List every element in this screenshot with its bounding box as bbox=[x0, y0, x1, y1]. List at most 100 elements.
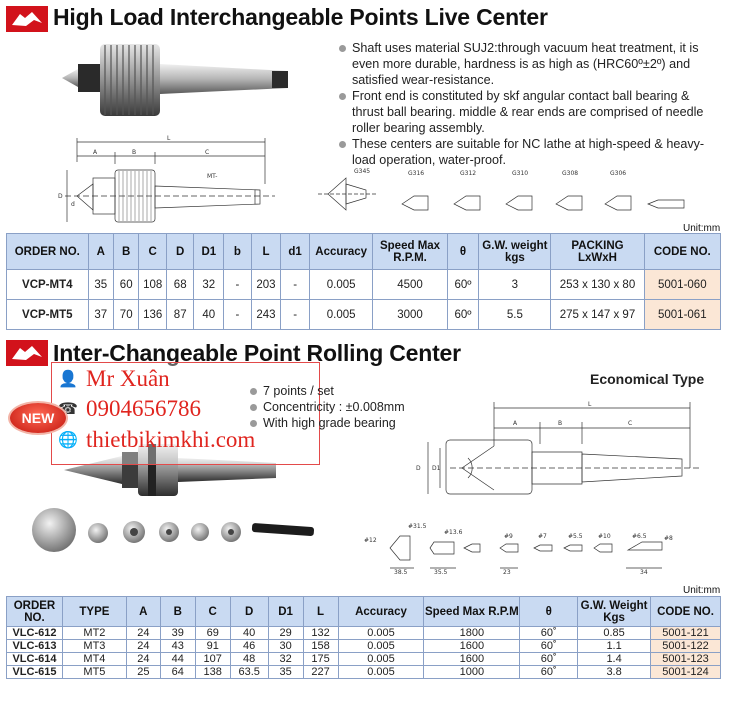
feature-item: These centers are suitable for NC lathe … bbox=[339, 136, 719, 168]
cell: 1600 bbox=[423, 652, 521, 666]
logo-mark-icon bbox=[12, 12, 42, 26]
col-header: CODE NO. bbox=[643, 233, 722, 270]
cell: 227 bbox=[302, 665, 339, 679]
cell: 63.5 bbox=[229, 665, 269, 679]
feature-item: 7 points / set bbox=[250, 383, 430, 399]
cell: 70 bbox=[112, 299, 140, 330]
point-label: G312 bbox=[460, 170, 476, 177]
cell: 39 bbox=[159, 626, 196, 640]
col-header: PACKING LxWxH bbox=[550, 233, 645, 270]
feature-item: With high grade bearing bbox=[250, 415, 430, 431]
cell-code-no: 5001-121 bbox=[650, 626, 721, 640]
col-header: ORDER NO. bbox=[6, 233, 89, 270]
cell: MT2 bbox=[61, 626, 127, 640]
point-dim: #7 bbox=[538, 533, 547, 540]
cell: - bbox=[280, 299, 310, 330]
cell-order-no: VCP-MT4 bbox=[6, 269, 89, 300]
brand-logo bbox=[6, 340, 48, 366]
table-row: VLC-613 MT3 24 43 91 46 30 158 0.005 160… bbox=[6, 639, 721, 653]
cell: 136 bbox=[138, 299, 167, 330]
contact-website[interactable]: thietbikimkhi.com bbox=[86, 427, 256, 452]
cell: 40 bbox=[229, 626, 269, 640]
col-header: ORDER NO. bbox=[6, 596, 63, 627]
dim-label-l: L bbox=[167, 135, 171, 142]
dim-label-c: C bbox=[205, 149, 209, 156]
table-row: VLC-614 MT4 24 44 107 48 32 175 0.005 16… bbox=[6, 652, 721, 666]
cell: 35 bbox=[87, 269, 114, 300]
dim-label-b: B bbox=[132, 149, 136, 156]
cell-code-no: 5001-124 bbox=[650, 665, 721, 679]
table-row: VLC-612 MT2 24 39 69 40 29 132 0.005 180… bbox=[6, 626, 721, 640]
cell: 0.005 bbox=[308, 269, 374, 300]
cell: 48 bbox=[229, 652, 269, 666]
col-header: A bbox=[125, 596, 161, 627]
brand-logo bbox=[6, 6, 48, 32]
col-header: C bbox=[138, 233, 167, 270]
cell: 32 bbox=[193, 269, 225, 300]
point-dim: 38.5 bbox=[394, 569, 408, 576]
cell-order-no: VCP-MT5 bbox=[6, 299, 89, 330]
dim-label-d1: D1 bbox=[432, 465, 441, 472]
cell: 132 bbox=[302, 626, 339, 640]
point-label: G306 bbox=[610, 170, 626, 177]
cell: 1600 bbox=[423, 639, 521, 653]
cell: 60˚ bbox=[519, 639, 579, 653]
point-dim: 23 bbox=[503, 569, 511, 576]
contact-phone-row: ☎ 0904656786 bbox=[58, 396, 201, 422]
point-label: G308 bbox=[562, 170, 578, 177]
cell: 253 x 130 x 80 bbox=[550, 269, 645, 300]
cell: 29 bbox=[267, 626, 304, 640]
cell: 158 bbox=[302, 639, 339, 653]
cell: 60˚ bbox=[519, 652, 579, 666]
cell-code-no: 5001-060 bbox=[643, 269, 722, 300]
cell: 275 x 147 x 97 bbox=[550, 299, 645, 330]
spec-table-2: ORDER NO. TYPE A B C D D1 L Accuracy Spe… bbox=[6, 596, 721, 679]
cell: 60˚ bbox=[519, 665, 579, 679]
cell: 3.8 bbox=[577, 665, 652, 679]
table-row: VLC-615 MT5 25 64 138 63.5 35 227 0.005 … bbox=[6, 665, 721, 679]
col-header: CODE NO. bbox=[650, 596, 721, 627]
col-header: D1 bbox=[193, 233, 225, 270]
cell: 5.5 bbox=[478, 299, 552, 330]
point-dim: 34 bbox=[640, 569, 648, 576]
table-row: VCP-MT5 37 70 136 87 40 - 243 - 0.005 30… bbox=[6, 299, 722, 330]
unit-label: Unit:mm bbox=[683, 223, 721, 234]
cell-order-no: VLC-612 bbox=[6, 626, 63, 640]
point-dim: #12 bbox=[364, 537, 377, 544]
col-header: θ bbox=[446, 233, 480, 270]
cell: 0.85 bbox=[577, 626, 652, 640]
col-header: TYPE bbox=[61, 596, 127, 627]
cell: 108 bbox=[138, 269, 167, 300]
cell: 243 bbox=[250, 299, 282, 330]
cell: 138 bbox=[194, 665, 231, 679]
col-header: Accuracy bbox=[308, 233, 374, 270]
col-header: G.W. Weight Kgs bbox=[577, 596, 652, 627]
section2-title: Inter-Changeable Point Rolling Center bbox=[53, 340, 461, 366]
contact-stamp bbox=[51, 362, 320, 465]
spec-table-1: ORDER NO. A B C D D1 b L d1 Accuracy Spe… bbox=[6, 233, 722, 330]
cell-order-no: VLC-613 bbox=[6, 639, 63, 653]
point-label: G345 bbox=[354, 168, 370, 175]
cell: 0.005 bbox=[308, 299, 374, 330]
feature-item: Front end is constituted by skf angular … bbox=[339, 88, 719, 136]
cell: 60º bbox=[446, 269, 480, 300]
cell: 0.005 bbox=[337, 665, 425, 679]
col-header: D bbox=[229, 596, 269, 627]
dim-label-d: D bbox=[416, 465, 421, 472]
point-dim: #5.5 bbox=[568, 533, 583, 540]
cell: 32 bbox=[267, 652, 304, 666]
point-set-drawing: #12 #31.5 #13.6 38.5 35.5 #9 23 #7 #5.5 … bbox=[364, 523, 673, 576]
cell-code-no: 5001-122 bbox=[650, 639, 721, 653]
point-dim: #10 bbox=[598, 533, 611, 540]
cell-order-no: VLC-615 bbox=[6, 665, 63, 679]
cell: MT5 bbox=[61, 665, 127, 679]
cell: 24 bbox=[125, 652, 161, 666]
cell: 37 bbox=[87, 299, 114, 330]
contact-site-row: 🌐 thietbikimkhi.com bbox=[58, 427, 255, 453]
dim-label-b: B bbox=[558, 420, 562, 427]
cell: - bbox=[280, 269, 310, 300]
live-center-drawing: L A B C MT- D d bbox=[58, 135, 275, 223]
col-header: G.W. weight kgs bbox=[478, 233, 552, 270]
cell: 0.005 bbox=[337, 639, 425, 653]
col-header: D bbox=[165, 233, 195, 270]
